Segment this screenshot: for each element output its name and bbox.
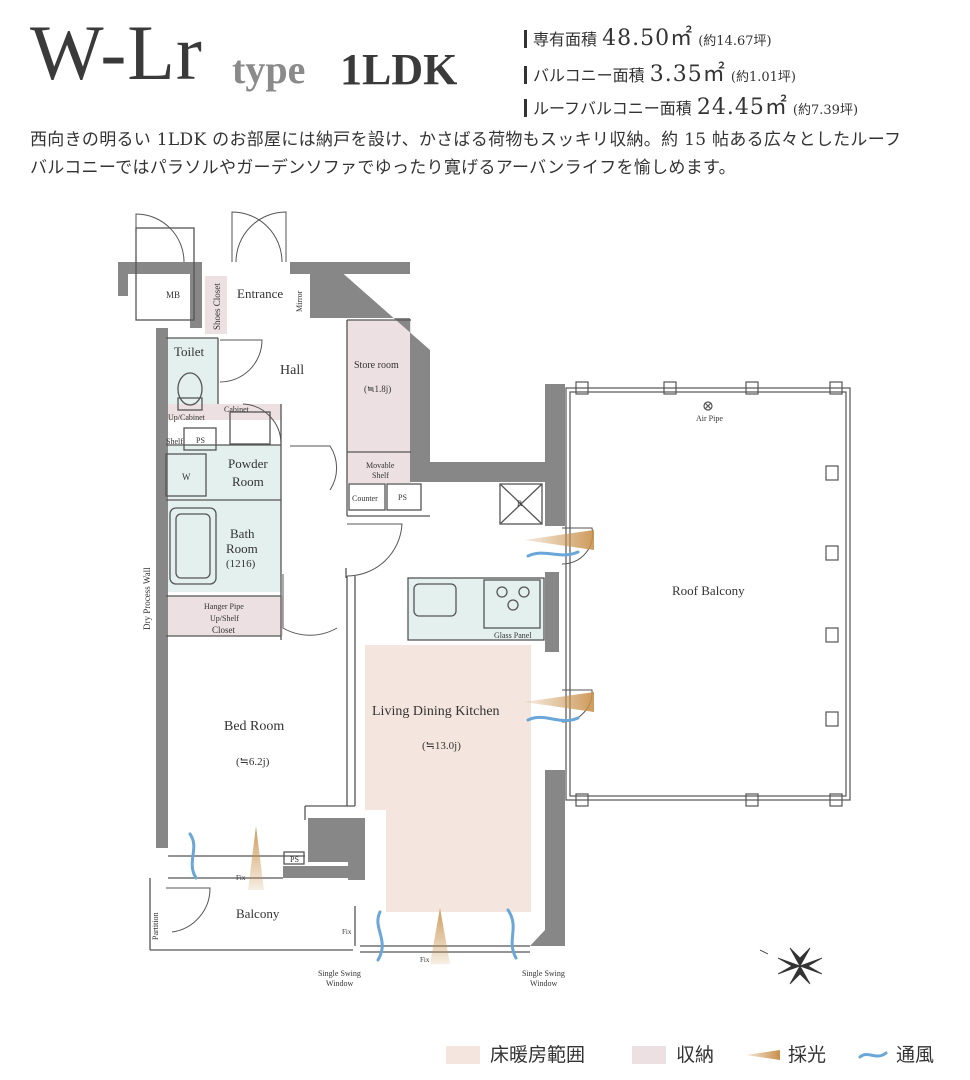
area-value: 3.35 xyxy=(649,62,703,87)
description-line-2: バルコニーではパラソルやガーデンソファでゆったり寛げるアーバンライフを愉しめます… xyxy=(30,158,736,178)
roof-balcony-outline xyxy=(565,381,851,807)
shoes-closet-fill xyxy=(205,276,227,334)
bullet-bar xyxy=(524,66,527,84)
bullet-bar xyxy=(524,99,527,117)
mirror-label: Mirror xyxy=(295,290,304,312)
ps-label-toilet: PS xyxy=(196,436,205,445)
cabinet-fill xyxy=(166,404,281,420)
legend-swatch xyxy=(446,1046,480,1064)
floor-heating-area xyxy=(365,645,531,912)
cabinet-label: Cabinet xyxy=(224,405,250,414)
area-label: バルコニー面積 xyxy=(533,66,645,85)
type-name: W-Lr xyxy=(30,9,203,96)
area-tsubo: (約1.01坪) xyxy=(730,70,796,85)
legend-swatch xyxy=(632,1046,666,1064)
store-room-fill xyxy=(347,320,411,483)
area-value: 48.50 xyxy=(602,26,671,51)
area-unit: ㎡ xyxy=(764,95,788,120)
light-arrow-icon xyxy=(746,1050,780,1060)
description: 西向きの明るい 1LDK のお部屋には納戸を設け、かさばる荷物もスッキリ収納。約… xyxy=(30,126,950,182)
area-label: 専有面積 xyxy=(533,30,598,49)
single-swing-right-2: Window xyxy=(530,979,557,988)
glass-panel-label: Glass Panel xyxy=(494,631,532,640)
up-shelf-label: Up/Shelf xyxy=(210,614,239,623)
area-row-balcony: バルコニー面積 3.35㎡ (約1.01坪) xyxy=(524,56,796,88)
shelf-label: Shelf xyxy=(166,437,183,446)
powder-room-label-1: Powder xyxy=(228,456,268,471)
legend-storage: 収納 xyxy=(632,1040,714,1066)
balcony-label: Balcony xyxy=(236,906,280,921)
bath-room-size: (1216) xyxy=(226,558,256,570)
store-room-size: (≒1.8j) xyxy=(364,384,391,394)
area-tsubo: (約7.39坪) xyxy=(792,103,859,118)
bath-room-label-2: Room xyxy=(226,541,258,556)
legend-floor-heating: 床暖房範囲 xyxy=(446,1040,585,1066)
single-swing-left-1: Single Swing xyxy=(318,969,361,978)
powder-room-label-2: Room xyxy=(232,474,264,489)
legend-label: 通風 xyxy=(896,1044,935,1066)
dry-process-wall-label: Dry Process Wall xyxy=(142,567,152,630)
area-value: 24.45 xyxy=(696,95,765,120)
shoes-closet-label: Shoes Closet xyxy=(212,283,222,330)
store-room-label: Store room xyxy=(354,360,399,371)
ps-label-balcony: PS xyxy=(290,855,299,864)
hanger-pipe-label: Hanger Pipe xyxy=(204,602,244,611)
fix-label-bed: Fix xyxy=(236,874,246,882)
washer-label: W xyxy=(182,472,191,482)
description-line-1: 西向きの明るい 1LDK のお部屋には納戸を設け、かさばる荷物もスッキリ収納。約… xyxy=(30,130,902,150)
interior-walls xyxy=(135,227,545,953)
air-pipe-label: Air Pipe xyxy=(696,414,723,423)
toilet-label: Toilet xyxy=(174,344,205,359)
legend-light: 採光 xyxy=(746,1040,826,1066)
up-cabinet-label: Up/Cabinet xyxy=(168,413,206,422)
fix-label-ldk-bottom: Fix xyxy=(420,956,430,964)
bed-room-label: Bed Room xyxy=(224,719,284,734)
bath-room-label-1: Bath xyxy=(230,526,255,541)
toilet-fill xyxy=(166,338,218,404)
exterior-walls xyxy=(118,262,565,946)
mb-label: MB xyxy=(166,290,180,300)
movable-shelf-label-2: Shelf xyxy=(372,471,389,480)
partition-label: Partition xyxy=(151,912,160,940)
wind-arrows xyxy=(188,550,580,962)
roof-balcony-label: Roof Balcony xyxy=(672,583,745,598)
compass-rose-icon xyxy=(759,947,823,985)
area-label: ルーフバルコニー面積 xyxy=(533,99,692,118)
closet-fill xyxy=(166,596,283,636)
hall-label: Hall xyxy=(280,363,304,378)
counter-label: Counter xyxy=(352,494,378,503)
legend-label: 採光 xyxy=(788,1044,827,1066)
area-unit: ㎡ xyxy=(670,26,694,51)
fix-label-ldk-side: Fix xyxy=(342,928,352,936)
area-unit: ㎡ xyxy=(702,62,726,87)
closet-label: Closet xyxy=(212,625,236,635)
single-swing-right-1: Single Swing xyxy=(522,969,565,978)
legend-wind: 通風 xyxy=(858,1040,934,1066)
ps-label-counter: PS xyxy=(398,493,407,502)
area-row-roof-balcony: ルーフバルコニー面積 24.45㎡ (約7.39坪) xyxy=(524,89,858,121)
bullet-bar xyxy=(524,30,527,48)
wind-arrow-icon xyxy=(858,1051,888,1059)
light-arrows xyxy=(248,530,594,964)
area-row-exclusive: 専有面積 48.50㎡ (約14.67坪) xyxy=(524,20,772,52)
entrance-label: Entrance xyxy=(237,286,283,301)
ldk-label: Living Dining Kitchen xyxy=(372,704,500,719)
bed-room-size: (≒6.2j) xyxy=(236,756,270,768)
bath-fill xyxy=(166,500,281,592)
legend-label: 収納 xyxy=(676,1044,715,1066)
r-label: R xyxy=(517,499,523,508)
single-swing-left-2: Window xyxy=(326,979,353,988)
type-word: type xyxy=(232,47,306,92)
layout-label: 1LDK xyxy=(340,45,458,94)
ldk-size: (≒13.0j) xyxy=(422,740,461,752)
area-tsubo: (約14.67坪) xyxy=(698,34,772,49)
movable-shelf-label-1: Movable xyxy=(366,461,395,470)
legend-label: 床暖房範囲 xyxy=(490,1044,586,1066)
